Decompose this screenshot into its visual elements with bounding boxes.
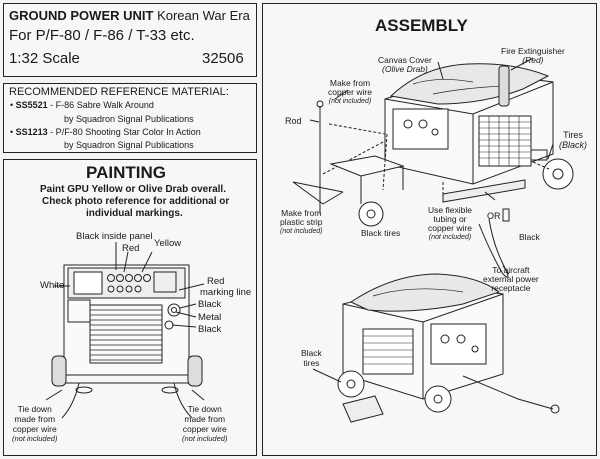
black-tires-lower-line-1: Black xyxy=(301,348,322,358)
canvas-line-2: (Olive Drab) xyxy=(382,64,428,74)
label-tie-down-left: Tie down made from copper wire (not incl… xyxy=(12,404,57,444)
title-era: Korean War Era xyxy=(157,8,250,23)
tires-line-1: Tires xyxy=(563,130,583,140)
label-aircraft-receptacle: To aircraft external power receptacle xyxy=(483,266,539,293)
label-tie-down-right: Tie down made from copper wire (not incl… xyxy=(182,404,227,444)
title-bold: GROUND POWER UNIT xyxy=(9,8,154,23)
flex-line-1: Use flexible xyxy=(428,205,472,215)
reference-text-1: - F-86 Sabre Walk Around xyxy=(47,100,154,110)
label-black-cable: Black xyxy=(519,232,540,242)
reference-publisher-2: by Squadron Signal Publications xyxy=(64,140,194,150)
title-line-2: For P/F-80 / F-86 / T-33 etc. xyxy=(9,27,195,44)
painting-panel: PAINTING Paint GPU Yellow or Olive Drab … xyxy=(3,159,257,456)
label-plastic-strip: Make from plastic strip (not included) xyxy=(280,209,323,236)
title-line-1: GROUND POWER UNIT Korean War Era xyxy=(9,8,250,23)
label-copper-wire: Make from copper wire (not included) xyxy=(328,79,372,106)
label-canvas-cover: Canvas Cover (Olive Drab) xyxy=(378,56,432,74)
tie-left-line-2: made from xyxy=(14,414,56,424)
label-black-tires: Black tires xyxy=(361,228,401,238)
kit-number: 32506 xyxy=(202,50,244,67)
label-yellow: Yellow xyxy=(154,238,182,249)
label-black-1: Black xyxy=(198,299,222,310)
gpu-front-view-drawing xyxy=(45,242,205,419)
tie-right-line-4: (not included) xyxy=(182,434,228,443)
tie-right-line-1: Tie down xyxy=(187,404,222,414)
tie-left-line-1: Tie down xyxy=(17,404,52,414)
tie-left-line-3: copper wire xyxy=(12,424,57,434)
label-black-inside-panel: Black inside panel xyxy=(76,231,153,242)
reference-item-1: • SS5521 - F-86 Sabre Walk Around xyxy=(10,100,154,110)
label-flexible-tubing: Use flexible tubing or copper wire (not … xyxy=(428,206,472,242)
label-rod: Rod xyxy=(285,116,302,126)
assembly-heading: ASSEMBLY xyxy=(375,16,468,35)
label-red: Red xyxy=(122,243,140,254)
aircraft-line-2: external power xyxy=(483,274,539,284)
label-fire-extinguisher: Fire Extinguisher (Red) xyxy=(501,47,565,65)
copper-line-1: Make from xyxy=(329,78,371,88)
plastic-line-2: plastic strip xyxy=(280,217,323,227)
label-red-marking-2: marking line xyxy=(200,287,252,298)
title-panel: GROUND POWER UNIT Korean War Era For P/F… xyxy=(3,3,257,77)
fire-line-2: (Red) xyxy=(522,55,544,65)
flex-line-2: tubing or xyxy=(433,214,467,224)
painting-instruction-2: Check photo reference for additional or xyxy=(42,196,230,207)
aircraft-line-1: To aircraft xyxy=(492,265,530,275)
painting-heading: PAINTING xyxy=(86,163,166,182)
assembly-panel: ASSEMBLY xyxy=(262,3,597,456)
copper-line-2: copper wire xyxy=(328,87,372,97)
tie-right-line-2: made from xyxy=(184,414,226,424)
flex-line-4: (not included) xyxy=(428,234,472,241)
label-metal: Metal xyxy=(198,312,222,323)
label-red-marking-1: Red xyxy=(207,276,225,287)
label-or: OR xyxy=(487,211,501,221)
label-black-tires-lower: Black tires xyxy=(301,348,322,368)
plastic-line-3: (not included) xyxy=(280,228,323,235)
flex-line-3: copper wire xyxy=(428,223,472,233)
canvas-line-1: Canvas Cover xyxy=(378,55,432,65)
reference-panel: RECOMMENDED REFERENCE MATERIAL: • SS5521… xyxy=(3,83,257,153)
tie-left-line-4: (not included) xyxy=(12,434,58,443)
reference-item-2: • SS1213 - P/F-80 Shooting Star Color In… xyxy=(10,127,201,137)
black-tires-lower-line-2: tires xyxy=(303,358,320,368)
reference-code-2: SS1213 xyxy=(15,127,48,137)
reference-publisher-1: by Squadron Signal Publications xyxy=(64,114,194,124)
painting-instruction-3: individual markings. xyxy=(86,208,183,219)
label-black-2: Black xyxy=(198,324,222,335)
scale-label: 1:32 Scale xyxy=(9,50,80,67)
painting-instruction-1: Paint GPU Yellow or Olive Drab overall. xyxy=(40,184,226,195)
copper-line-3: (not included) xyxy=(328,98,372,105)
reference-code-1: SS5521 xyxy=(15,100,48,110)
fire-line-1: Fire Extinguisher xyxy=(501,46,565,56)
reference-heading: RECOMMENDED REFERENCE MATERIAL: xyxy=(9,86,229,98)
assembly-exploded-drawing xyxy=(292,57,574,423)
reference-text-2: - P/F-80 Shooting Star Color In Action xyxy=(47,127,201,137)
tie-right-line-3: copper wire xyxy=(182,424,227,434)
tires-line-2: (Black) xyxy=(559,140,588,150)
plastic-line-1: Make from xyxy=(281,208,322,218)
label-tires: Tires (Black) xyxy=(559,130,587,150)
aircraft-line-3: receptacle xyxy=(491,283,531,293)
label-white: White xyxy=(40,280,65,291)
